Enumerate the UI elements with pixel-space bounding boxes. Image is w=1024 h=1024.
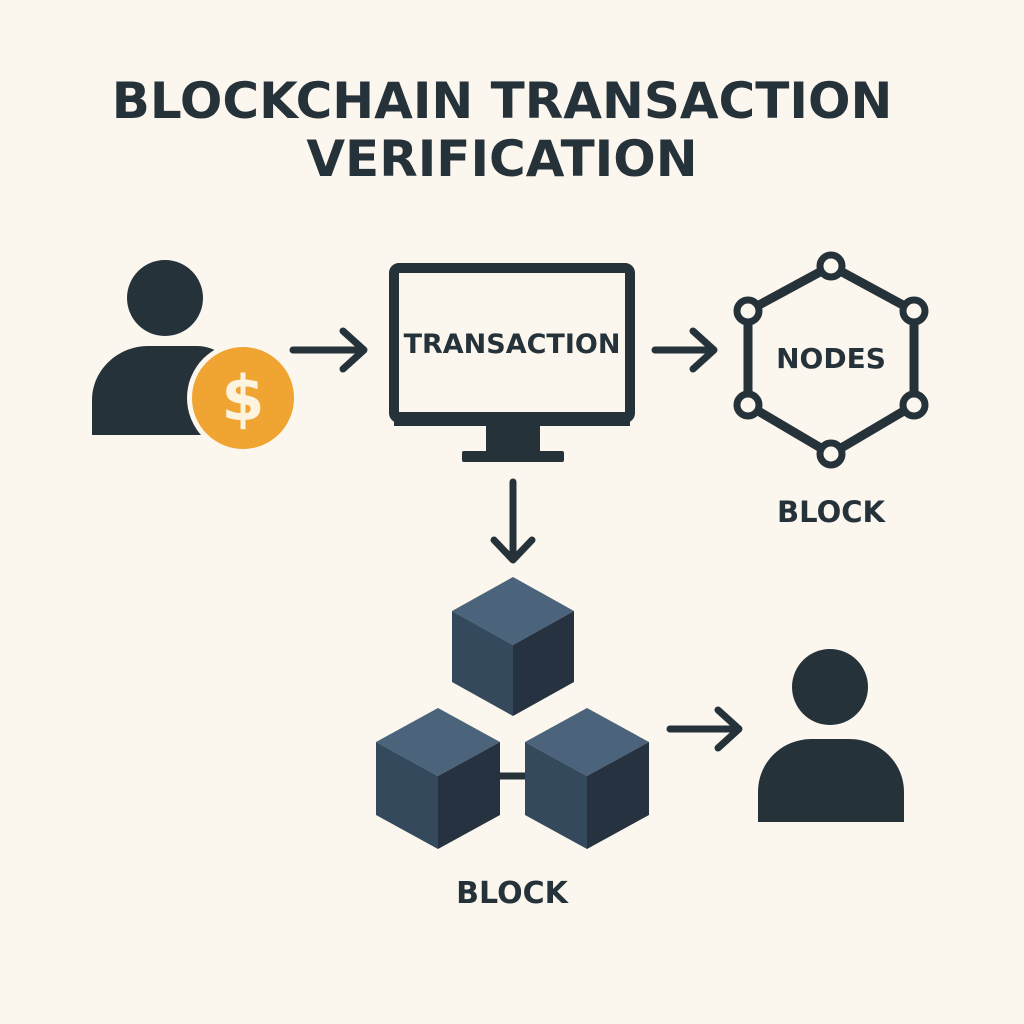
monitor-icon — [389, 263, 635, 462]
block-cube-icon-top — [452, 577, 574, 716]
arrow-down-icon — [490, 478, 536, 564]
dollar-coin-icon: $ — [187, 342, 299, 454]
arrow-right-icon-2 — [651, 327, 718, 373]
nodes-label: NODES — [776, 342, 886, 375]
transaction-label: TRANSACTION — [404, 329, 621, 360]
title-line-2: VERIFICATION — [306, 130, 697, 188]
receiver-user-icon — [758, 649, 904, 822]
nodes-block-label: BLOCK — [777, 495, 886, 529]
block-cube-icon-right — [525, 708, 649, 849]
nodes-network-icon — [733, 251, 929, 469]
arrow-right-icon-1 — [289, 327, 368, 373]
block-cube-icon-left — [376, 708, 500, 849]
title-line-1: BLOCKCHAIN TRANSACTION — [112, 72, 893, 130]
chain-block-label: BLOCK — [456, 876, 569, 911]
coin-symbol: $ — [221, 362, 264, 435]
arrow-right-icon-3 — [666, 706, 743, 752]
